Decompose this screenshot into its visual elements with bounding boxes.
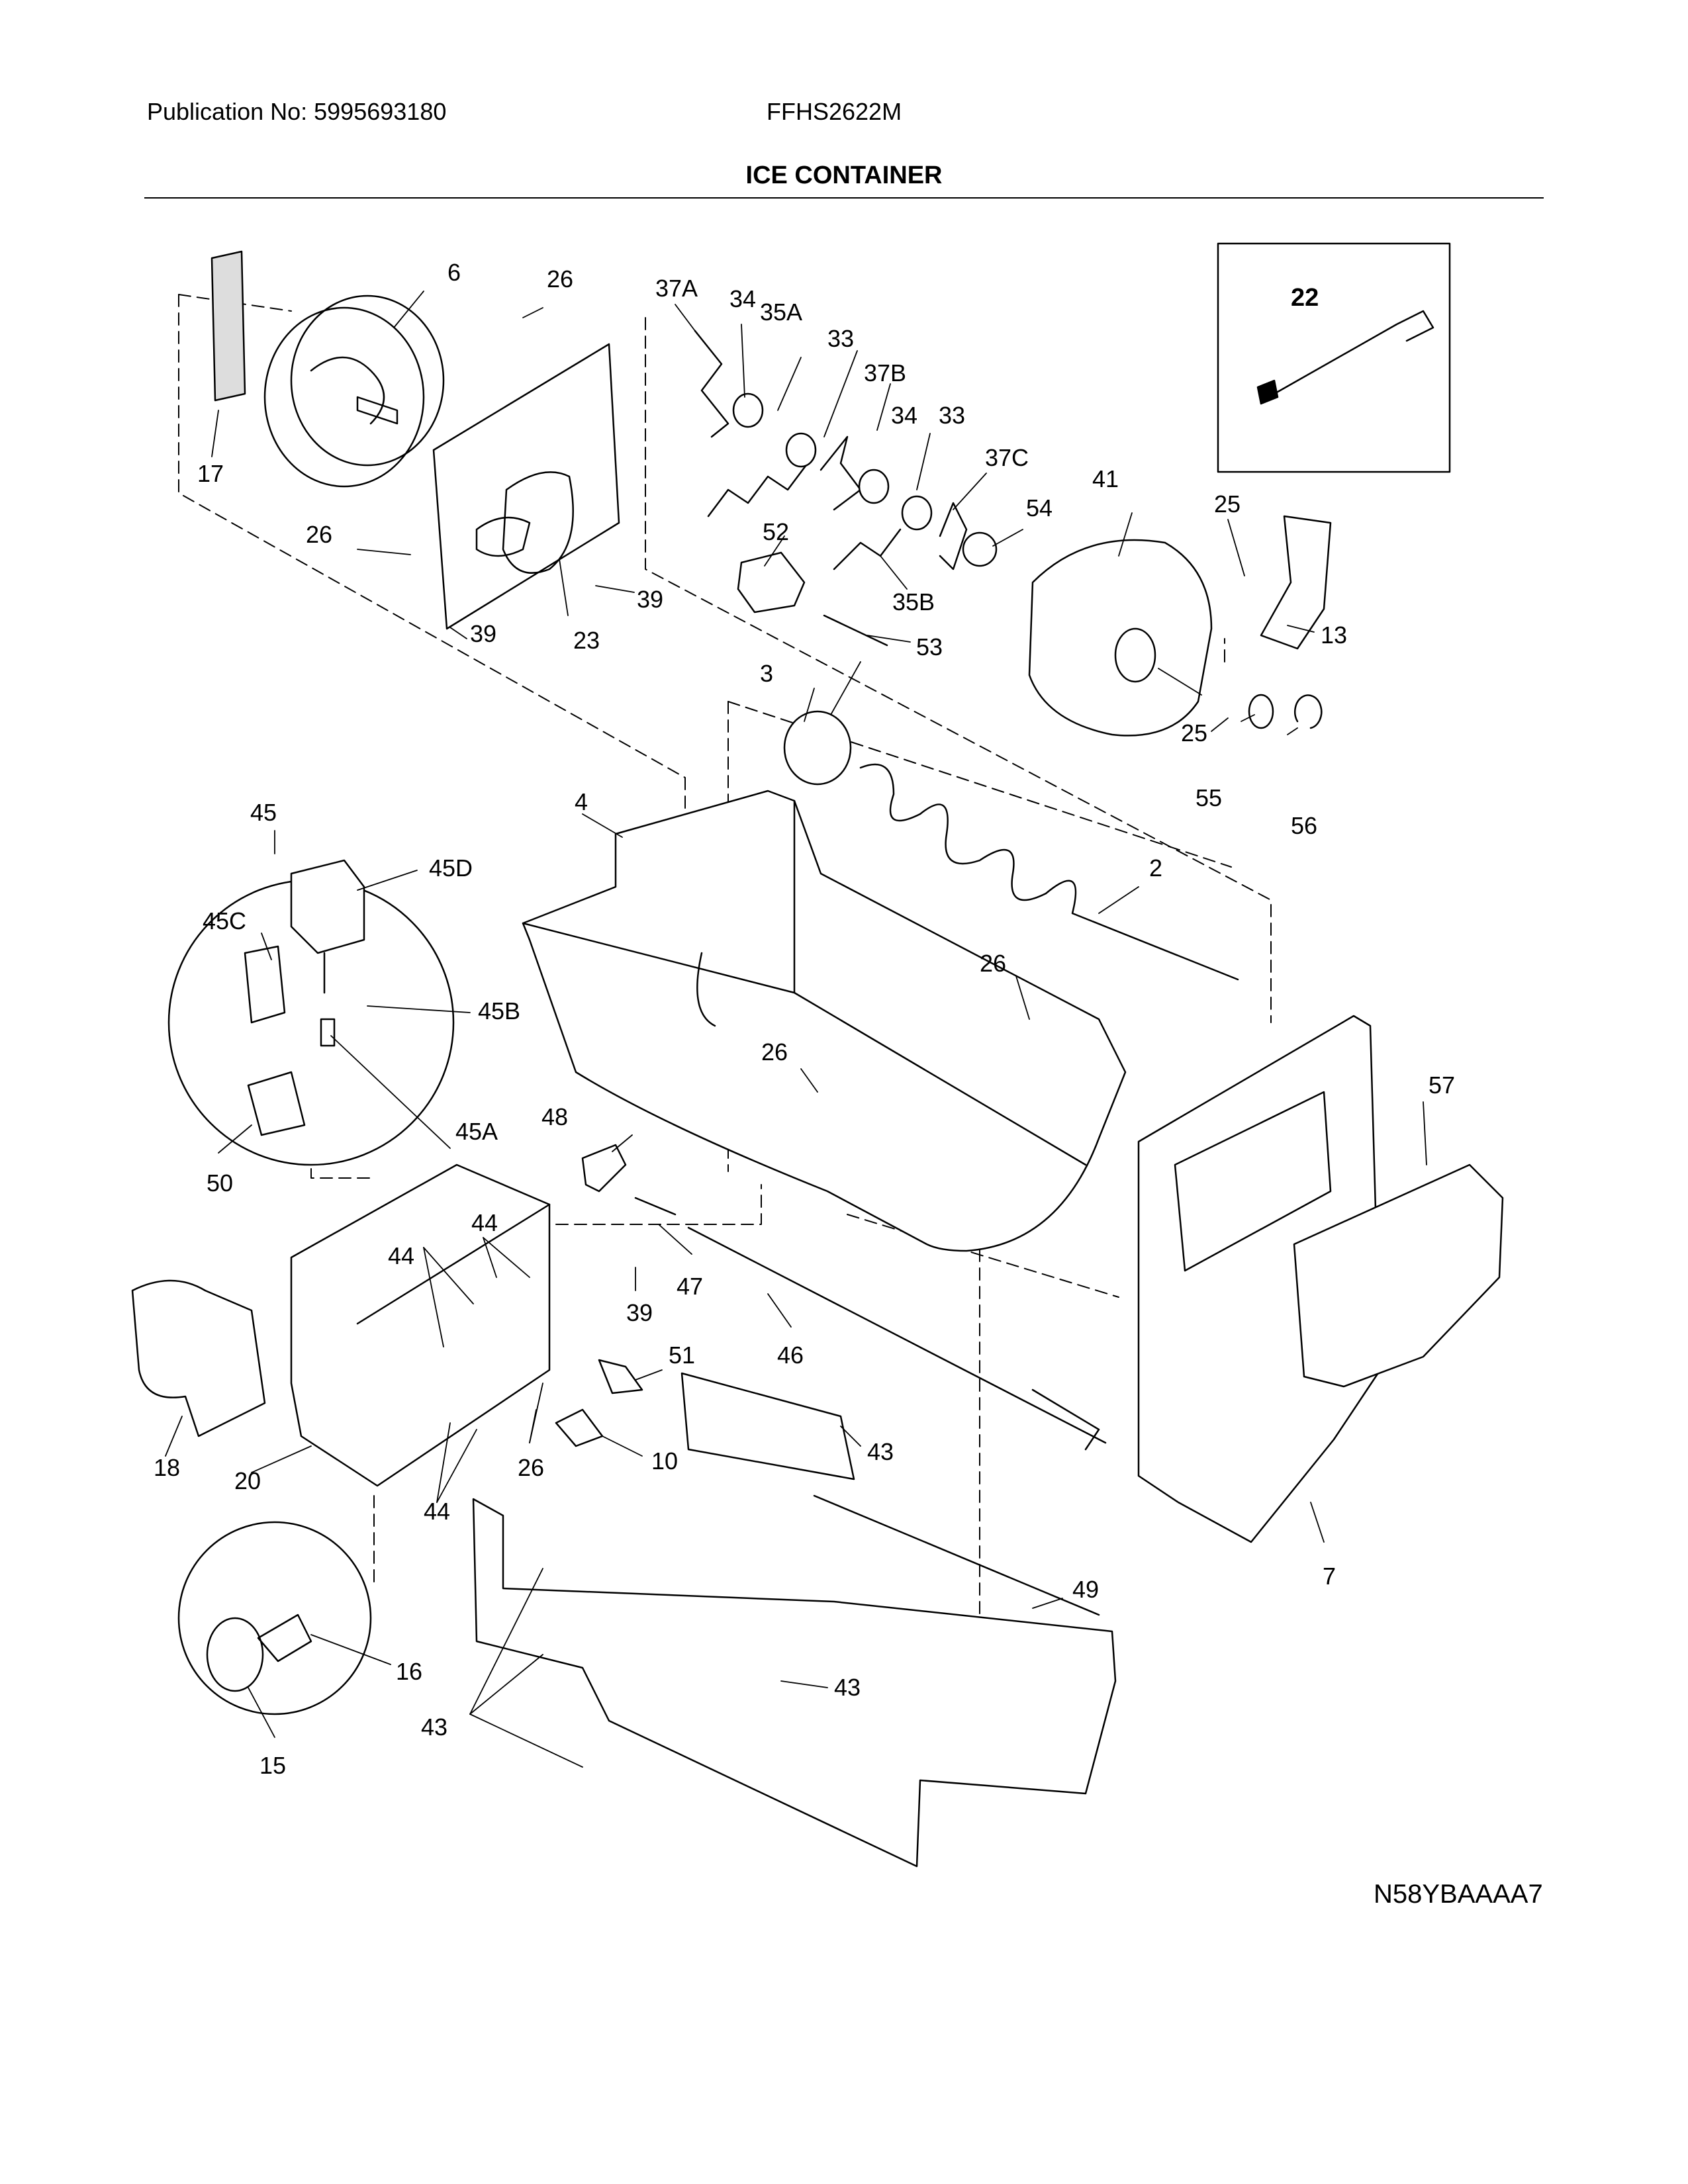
- label-55: 55: [1196, 784, 1222, 811]
- part-48-bracket: [581, 1144, 627, 1193]
- label-4: 4: [575, 788, 588, 815]
- diagram-code: N58YBAAAA7: [1374, 1880, 1543, 1909]
- label-26-top: 26: [547, 265, 573, 293]
- label-45b: 45B: [478, 997, 520, 1024]
- label-23: 23: [573, 627, 600, 654]
- label-26-bucket-right: 26: [980, 950, 1006, 977]
- label-26-bracket: 26: [518, 1454, 544, 1481]
- label-54: 54: [1026, 494, 1053, 522]
- part-52-solenoid: [737, 551, 806, 614]
- label-43-right: 43: [867, 1438, 894, 1465]
- part-46-rod: [687, 1226, 1107, 1444]
- label-26-mid: 26: [306, 521, 332, 548]
- label-18: 18: [154, 1454, 180, 1481]
- label-44-upper-right: 44: [471, 1209, 498, 1236]
- label-56: 56: [1291, 812, 1317, 839]
- part-7-front-cover: [1137, 1015, 1382, 1543]
- label-39-left: 39: [470, 620, 496, 647]
- label-53: 53: [916, 633, 943, 660]
- label-50: 50: [207, 1169, 233, 1197]
- label-35a: 35A: [760, 298, 802, 326]
- label-39-bottom: 39: [626, 1299, 653, 1326]
- model-number: FFHS2622M: [767, 98, 902, 125]
- part-3-bearing: [783, 710, 852, 786]
- label-41: 41: [1092, 465, 1119, 492]
- label-52: 52: [763, 518, 789, 545]
- part-4-ice-bucket: [522, 790, 1127, 1252]
- label-34-b: 34: [891, 402, 917, 429]
- label-47: 47: [677, 1273, 703, 1300]
- part-13-deflector: [1260, 515, 1332, 650]
- label-39-right: 39: [637, 586, 663, 613]
- label-20: 20: [234, 1467, 261, 1494]
- page-title: ICE CONTAINER: [745, 161, 943, 189]
- label-2: 2: [1149, 854, 1162, 882]
- label-10: 10: [651, 1447, 678, 1475]
- part-18-drive-motor: [131, 1279, 266, 1437]
- label-37a: 37A: [655, 275, 698, 302]
- label-13: 13: [1321, 621, 1347, 649]
- part-22-inset-box: [1217, 242, 1451, 473]
- label-25-top: 25: [1214, 490, 1241, 518]
- part-labels: 17 6 26 37A 34 35A 33 37B 34 33 37C 41 2…: [154, 259, 1455, 1779]
- publication-number: Publication No: 5995693180: [147, 98, 447, 125]
- label-45c: 45C: [203, 907, 246, 934]
- label-45: 45: [250, 799, 277, 826]
- label-43-left: 43: [421, 1713, 447, 1741]
- header-divider: [144, 197, 1544, 199]
- label-17: 17: [197, 460, 224, 487]
- label-45d: 45D: [429, 854, 473, 882]
- label-34-a: 34: [729, 285, 756, 312]
- part-57-flap: [1293, 1163, 1504, 1388]
- label-3: 3: [760, 660, 773, 687]
- label-33-b: 33: [939, 402, 965, 429]
- label-43-tray: 43: [834, 1674, 861, 1701]
- label-44-lower: 44: [424, 1498, 450, 1525]
- part-23-mounting-plate: [432, 343, 620, 630]
- part-17-pad: [211, 250, 246, 402]
- label-49: 49: [1072, 1576, 1099, 1603]
- part-51-pin: [598, 1359, 643, 1394]
- part-47-spring: [634, 1197, 677, 1216]
- label-33-a: 33: [827, 325, 854, 352]
- part-20-motor-bracket: [290, 1163, 551, 1487]
- label-37c: 37C: [985, 444, 1029, 471]
- label-25-bottom: 25: [1181, 719, 1207, 747]
- part-15-16-bulb-inset: [177, 1521, 372, 1715]
- label-51: 51: [669, 1342, 695, 1369]
- part-6-auger-wheel: [263, 295, 445, 488]
- label-7: 7: [1323, 1563, 1336, 1590]
- part-2-auger-coil: [859, 763, 1239, 981]
- label-16: 16: [396, 1658, 422, 1685]
- label-57: 57: [1429, 1071, 1455, 1099]
- label-35b: 35B: [892, 588, 935, 615]
- label-48: 48: [541, 1103, 568, 1130]
- label-46: 46: [777, 1342, 804, 1369]
- part-37a-spring: [694, 330, 729, 438]
- part-10-lever: [555, 1408, 604, 1447]
- label-6: 6: [447, 259, 461, 286]
- label-22: 22: [1291, 284, 1319, 312]
- label-44-upper-left: 44: [388, 1242, 414, 1269]
- label-26-bucket-mid: 26: [761, 1038, 788, 1066]
- label-15: 15: [259, 1752, 286, 1779]
- part-53-pin: [823, 614, 888, 647]
- label-45a: 45A: [455, 1118, 498, 1145]
- label-37b: 37B: [864, 359, 906, 387]
